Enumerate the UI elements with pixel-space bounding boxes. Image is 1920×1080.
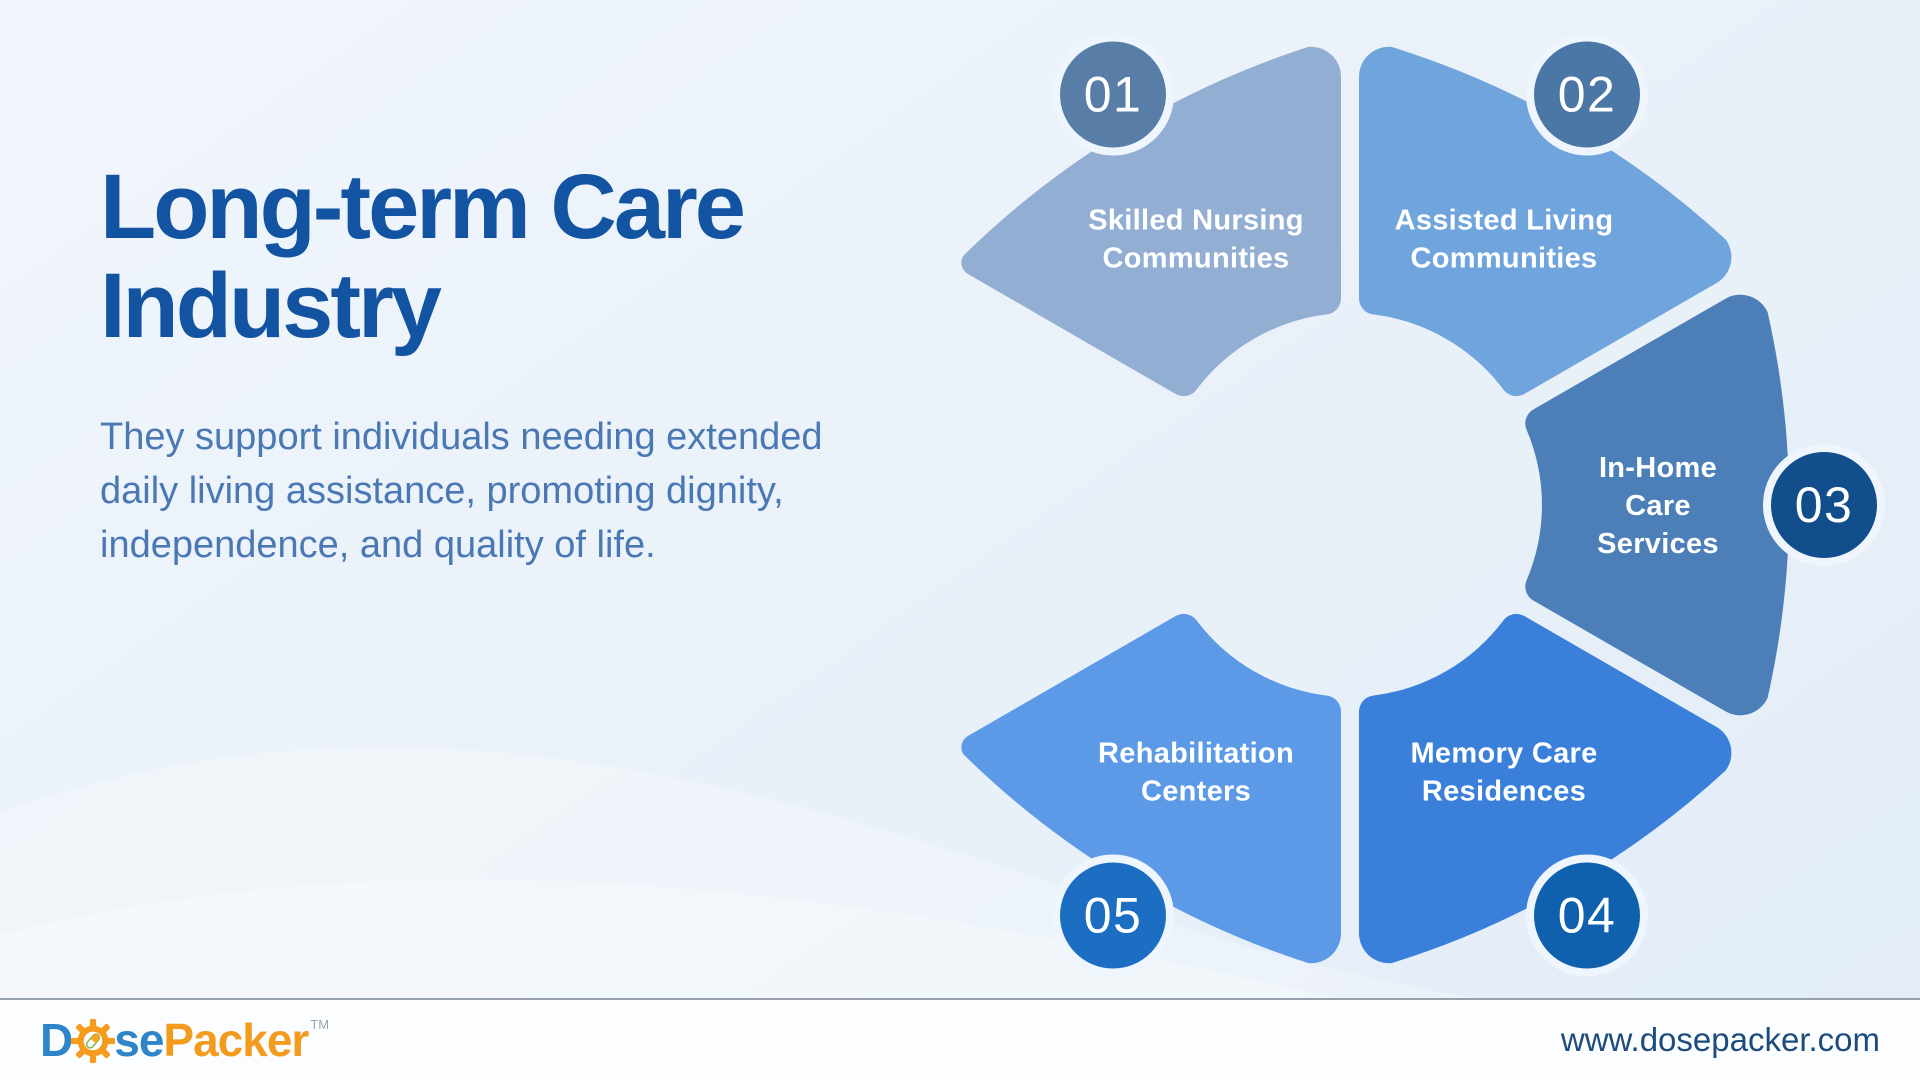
page-title-line-2: Industry bbox=[100, 255, 442, 358]
badge-04 bbox=[1534, 862, 1640, 969]
petal-05 bbox=[961, 613, 1341, 964]
logo-text-packer: Packer bbox=[163, 1014, 309, 1066]
logo-text-d: D bbox=[40, 1014, 73, 1066]
badge-number-02: 02 bbox=[1558, 67, 1617, 123]
page-title-line-1: Long-term Care bbox=[100, 156, 746, 258]
logo-trademark: TM bbox=[310, 1017, 330, 1032]
petal-04 bbox=[1358, 613, 1732, 964]
background-wave-upper bbox=[0, 746, 1920, 1080]
badge-number-05: 05 bbox=[1084, 888, 1143, 944]
badge-02 bbox=[1534, 41, 1640, 148]
badge-number-03: 03 bbox=[1795, 477, 1854, 533]
pill-gear-icon bbox=[71, 1018, 116, 1064]
page-description: They support individuals needing extende… bbox=[100, 416, 823, 566]
petal-01 bbox=[961, 46, 1342, 397]
badge-01 bbox=[1060, 41, 1166, 148]
footer-bar: D se Pac bbox=[0, 998, 1920, 1080]
badge-number-01: 01 bbox=[1084, 67, 1143, 123]
badge-number-04: 04 bbox=[1558, 888, 1617, 944]
dosepacker-logo: D se Pac bbox=[40, 1013, 329, 1067]
logo-text-se: se bbox=[114, 1014, 164, 1066]
badge-05 bbox=[1060, 862, 1166, 969]
page-title: Long-term Care Industry bbox=[100, 156, 746, 358]
petal-02 bbox=[1359, 46, 1732, 397]
petal-03 bbox=[1525, 294, 1790, 716]
badge-03 bbox=[1771, 452, 1877, 558]
website-url: www.dosepacker.com bbox=[1560, 1021, 1880, 1058]
